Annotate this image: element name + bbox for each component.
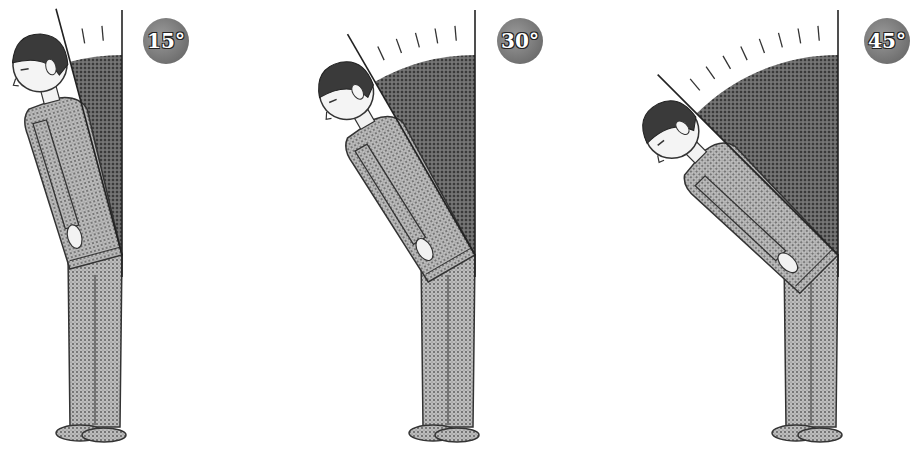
angle-label: 30° [501,29,539,53]
bow-figure [2,9,126,442]
angle-badge: 15° [143,18,189,64]
angle-badge: 45° [864,18,910,64]
angle-label: 15° [147,29,185,53]
angle-badge: 30° [497,18,543,64]
angle-label: 45° [868,29,906,53]
bow-figure [628,10,842,442]
bow-figure [304,10,479,442]
